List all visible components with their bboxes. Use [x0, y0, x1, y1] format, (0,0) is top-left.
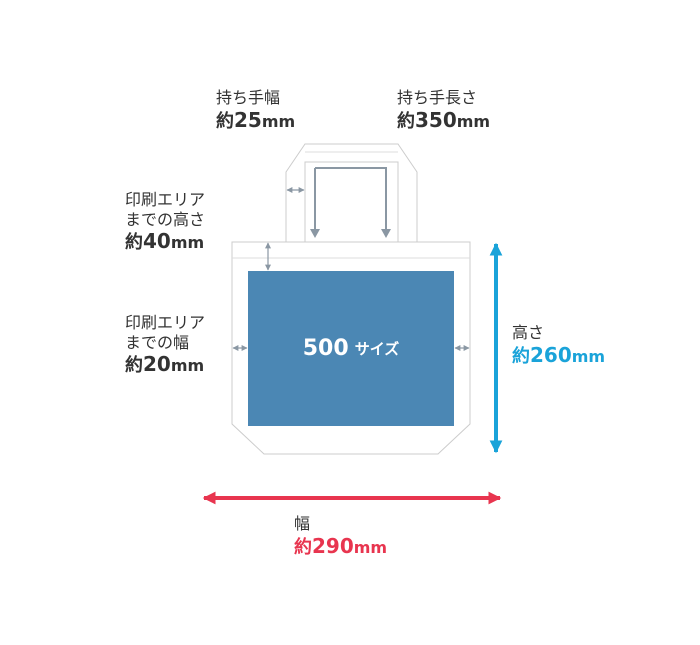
handle-length-value: 約350mm	[397, 107, 491, 132]
print-area-size-number: 500	[302, 336, 349, 361]
height-value: 約260mm	[512, 342, 606, 367]
handle-width-title: 持ち手幅	[216, 88, 281, 107]
print-area-label: 500 サイズ	[248, 271, 454, 426]
handle-length-arrow	[314, 167, 387, 236]
handle-width-label: 持ち手幅 約25mm	[216, 88, 295, 132]
width-title: 幅	[294, 514, 311, 533]
print-side-margin-line2: までの幅	[125, 332, 190, 352]
handle-width-value: 約25mm	[216, 107, 296, 132]
print-side-margin-line1: 印刷エリア	[125, 313, 206, 332]
print-top-margin-value: 約40mm	[125, 229, 205, 254]
handle-outer-outline	[285, 143, 418, 242]
print-side-margin-value: 約20mm	[125, 352, 205, 377]
print-area	[248, 271, 454, 426]
handle-length-title: 持ち手長さ	[397, 88, 478, 107]
print-area-size-text: サイズ	[354, 340, 400, 358]
bag-handle	[285, 143, 418, 242]
print-side-margin-label: 印刷エリア までの幅 約20mm	[125, 313, 205, 377]
print-top-margin-label: 印刷エリア までの高さ 約40mm	[125, 190, 205, 254]
bag-body	[231, 241, 471, 455]
height-title: 高さ	[512, 323, 545, 342]
width-label: 幅 約290mm	[294, 514, 387, 558]
handle-length-arrowhead-right	[381, 229, 391, 238]
handle-length-label: 持ち手長さ 約350mm	[397, 88, 490, 132]
print-top-margin-line2: までの高さ	[125, 209, 206, 229]
height-label: 高さ 約260mm	[512, 323, 605, 367]
handle-inner-outline	[304, 161, 399, 242]
width-value: 約290mm	[294, 533, 388, 558]
print-top-margin-line1: 印刷エリア	[125, 190, 206, 209]
handle-length-arrowhead-left	[310, 229, 320, 238]
